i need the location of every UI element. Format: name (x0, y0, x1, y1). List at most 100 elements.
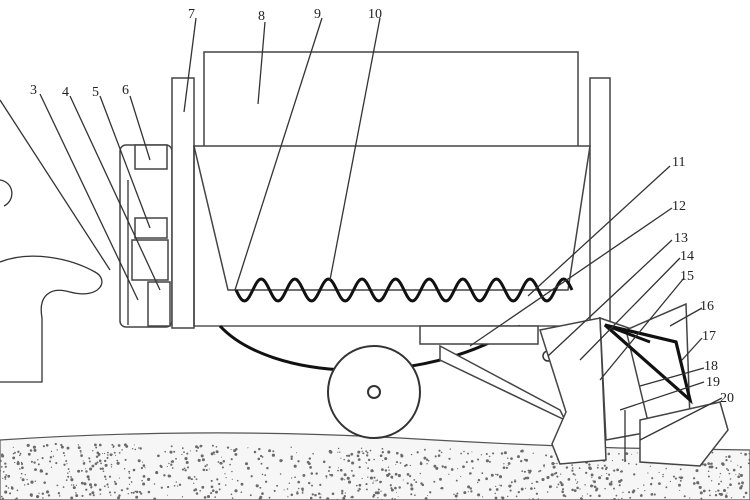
ground-speckle (4, 476, 7, 479)
ground-speckle (14, 461, 16, 464)
ground-speckle (325, 477, 328, 479)
ground-speckle (726, 468, 728, 470)
ground-speckle (12, 446, 14, 448)
ground-speckle (320, 493, 322, 495)
ground-speckle (578, 467, 581, 469)
ground-speckle (91, 464, 95, 468)
ground-speckle (153, 497, 157, 500)
ground-speckle (63, 455, 66, 457)
ground-speckle (205, 469, 208, 472)
ground-speckle (343, 494, 347, 498)
part-label: 20 (720, 391, 734, 406)
ground-speckle (337, 467, 339, 469)
ground-speckle (737, 482, 741, 485)
ground-speckle (60, 445, 64, 449)
ground-speckle (485, 459, 489, 463)
ground-speckle (19, 468, 21, 470)
ground-speckle (12, 452, 15, 455)
ground-speckle (631, 490, 635, 494)
ground-speckle (523, 477, 526, 480)
ground-speckle (373, 480, 375, 482)
ground-speckle (410, 453, 413, 456)
ground-speckle (507, 464, 509, 466)
ground-speckle (4, 490, 8, 494)
ground-speckle (0, 459, 2, 463)
ground-speckle (678, 483, 681, 487)
ground-speckle (603, 464, 606, 467)
ground-speckle (463, 491, 467, 495)
ground-speckle (206, 494, 211, 499)
ground-speckle (717, 482, 720, 486)
ground-speckle (133, 444, 135, 446)
ground-speckle (560, 483, 564, 487)
ground-speckle (707, 475, 710, 478)
ground-speckle (554, 463, 556, 465)
ground-speckle (16, 489, 19, 492)
ground-speckle (395, 491, 397, 493)
ground-speckle (118, 452, 121, 454)
ground-speckle (169, 450, 173, 454)
ground-speckle (67, 475, 70, 478)
ground-speckle (699, 491, 703, 495)
ground-speckle (117, 496, 120, 500)
ground-speckle (628, 491, 631, 494)
ground-speckle (643, 484, 645, 486)
ground-speckle (590, 484, 593, 488)
ground-speckle (597, 464, 599, 466)
ground-speckle (546, 475, 550, 480)
ground-speckle (423, 448, 426, 451)
ground-speckle (596, 466, 599, 469)
ground-speckle (373, 458, 375, 461)
ground-speckle (572, 473, 575, 476)
ground-speckle (215, 450, 219, 454)
ground-speckle (16, 461, 20, 466)
ground-speckle (103, 459, 107, 463)
ground-speckle (381, 447, 384, 450)
ground-speckle (108, 475, 112, 478)
ground-speckle (27, 452, 31, 456)
ground-speckle (82, 460, 84, 462)
ground-speckle (500, 484, 503, 487)
hopper-top (203, 51, 579, 149)
ground-speckle (725, 458, 728, 462)
ground-speckle (395, 451, 399, 455)
ground-speckle (54, 442, 57, 446)
ground-speckle (571, 464, 573, 466)
ground-speckle (114, 482, 118, 486)
ground-speckle (15, 497, 18, 500)
ground-speckle (326, 497, 330, 500)
ground-speckle (730, 460, 732, 462)
ground-speckle (343, 458, 345, 461)
ground-speckle (695, 469, 699, 473)
ground-speckle (692, 482, 696, 485)
ground-speckle (134, 490, 137, 493)
ground-speckle (460, 476, 462, 478)
ground-speckle (581, 497, 583, 500)
ground-speckle (80, 454, 83, 457)
ground-speckle (137, 459, 141, 463)
ground-speckle (4, 465, 7, 468)
ground-speckle (128, 470, 131, 473)
ground-speckle (9, 492, 12, 495)
ground-speckle (390, 488, 394, 492)
ground-speckle (500, 496, 503, 498)
ground-speckle (322, 460, 326, 464)
ground-speckle (272, 450, 275, 453)
ground-speckle (449, 448, 451, 450)
ground-speckle (89, 467, 93, 471)
ground-speckle (742, 495, 745, 499)
ground-speckle (92, 450, 94, 452)
ground-speckle (719, 472, 722, 475)
ground-speckle (398, 486, 401, 489)
ground-speckle (622, 491, 624, 494)
ground-speckle (337, 451, 339, 453)
ground-speckle (49, 460, 52, 463)
ground-speckle (128, 476, 131, 479)
ground-speckle (379, 454, 383, 458)
ground-speckle (259, 486, 262, 489)
ground-speckle (360, 447, 363, 449)
ground-speckle (283, 489, 285, 491)
ground-speckle (19, 454, 21, 457)
ground-speckle (707, 470, 710, 473)
ground-speckle (307, 481, 311, 485)
